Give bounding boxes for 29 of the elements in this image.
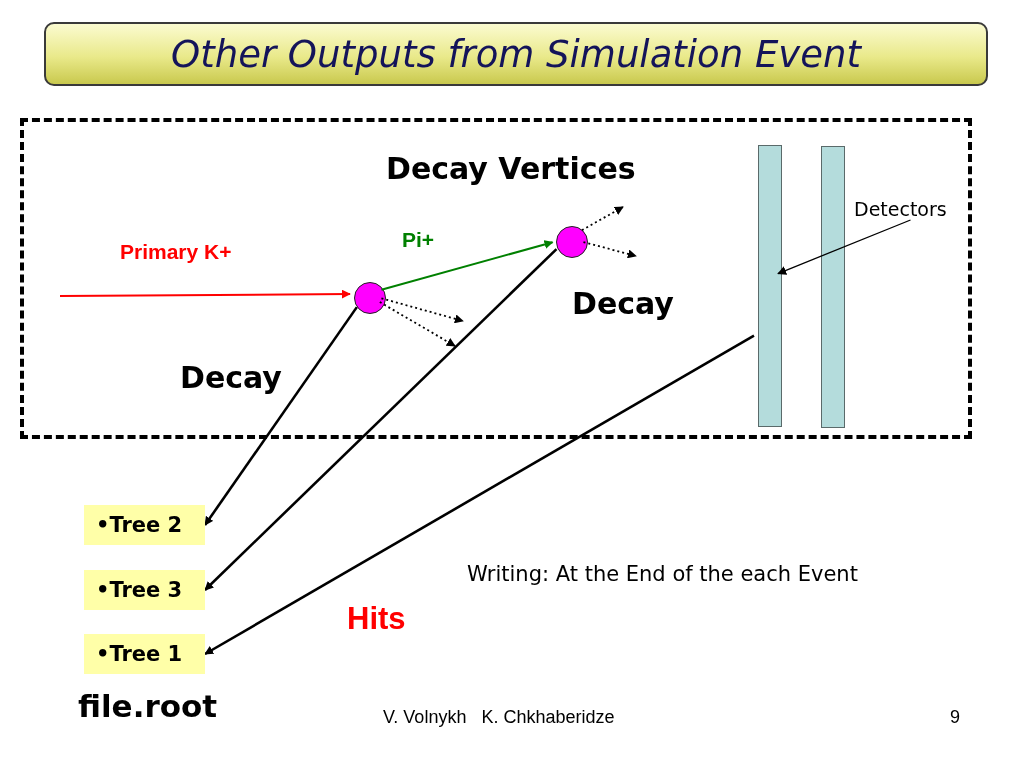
dotted-arrow	[581, 206, 624, 232]
author-credit: V. Volnykh K. Chkhaberidze	[383, 707, 615, 728]
tree-item: •Tree 2	[84, 505, 205, 545]
leader-line	[777, 219, 912, 275]
tree-item: •Tree 3	[84, 570, 205, 610]
arrow	[59, 289, 351, 299]
dotted-arrow	[380, 297, 464, 324]
edge-label: Decay	[571, 286, 675, 321]
section-heading: Decay Vertices	[386, 151, 636, 186]
arrow	[203, 306, 358, 526]
arrow	[204, 248, 558, 591]
file-name: file.root	[78, 688, 218, 724]
edge-label: Primary K+	[119, 240, 233, 264]
decay-vertex	[354, 282, 386, 314]
detector-plate	[821, 146, 845, 428]
arrow	[380, 240, 554, 291]
dashed-frame	[20, 118, 972, 439]
decay-vertex	[556, 226, 588, 258]
page-number: 9	[950, 707, 960, 728]
dotted-arrow	[582, 241, 637, 259]
detector-plate	[758, 145, 782, 427]
edge-label: Hits	[346, 601, 407, 637]
edge-label: Decay	[179, 360, 283, 395]
arrow	[204, 334, 755, 656]
title-banner: Other Outputs from Simulation Event	[44, 22, 988, 86]
edge-label: Pi+	[401, 228, 436, 252]
dotted-arrow	[378, 301, 456, 347]
note-text: Writing: At the End of the each Event	[467, 562, 858, 586]
tree-item: •Tree 1	[84, 634, 205, 674]
